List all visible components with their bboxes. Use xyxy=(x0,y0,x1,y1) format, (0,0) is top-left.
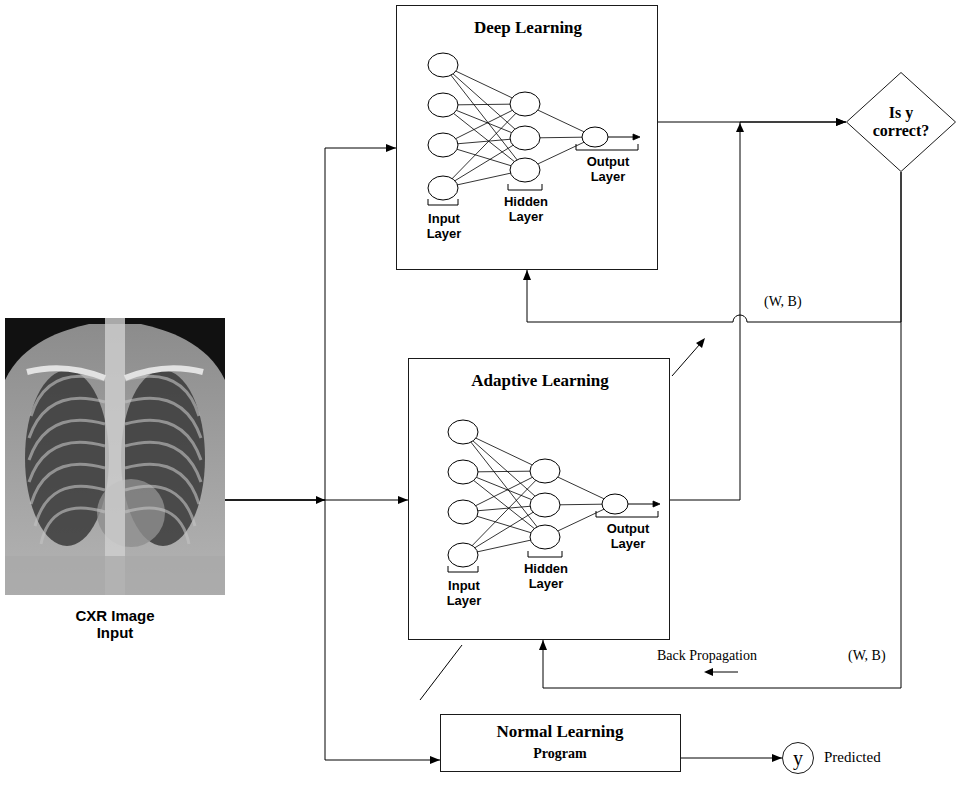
connector-arrow xyxy=(527,172,901,322)
box-title: Adaptive Learning xyxy=(420,371,660,391)
box-title: Normal Learning xyxy=(445,722,675,742)
process-box: Deep LearningInput Layer Hidden Layer Outp… xyxy=(396,5,658,270)
neural-network xyxy=(448,420,660,572)
image-input: CXR Image Input xyxy=(5,318,225,638)
output-symbol: y xyxy=(783,747,813,770)
layer-label: Output Layer xyxy=(578,154,638,184)
connector-arrow xyxy=(225,148,396,500)
box-title: Deep Learning xyxy=(408,18,648,38)
layer-label: Hidden Layer xyxy=(516,561,576,591)
image-caption: CXR Image Input xyxy=(65,607,165,641)
connector-arrow xyxy=(681,758,782,759)
decision-diamond: Is y correct? xyxy=(846,72,956,172)
connector-arrow xyxy=(543,172,901,688)
layer-label: Input Layer xyxy=(436,578,492,608)
annotation-label: Back Propagation xyxy=(655,648,759,664)
edge-label: (W, B) xyxy=(846,648,888,664)
decision-text: Is y correct? xyxy=(863,104,939,140)
decorative-arrow xyxy=(316,123,744,700)
process-box: Normal LearningProgram xyxy=(440,714,681,772)
xray-image xyxy=(5,318,225,595)
layer-label: Output Layer xyxy=(598,521,658,551)
output-circle: yPredicted xyxy=(782,742,814,774)
connector-arrow xyxy=(670,122,846,500)
layer-label: Input Layer xyxy=(416,211,472,241)
neural-network xyxy=(428,53,640,205)
process-box: Adaptive LearningInput Layer Hidden Layer… xyxy=(408,358,670,640)
output-label: Predicted xyxy=(824,749,881,766)
edge-label: (W, B) xyxy=(762,294,804,310)
layer-label: Hidden Layer xyxy=(496,194,556,224)
box-subtitle: Program xyxy=(445,746,675,762)
